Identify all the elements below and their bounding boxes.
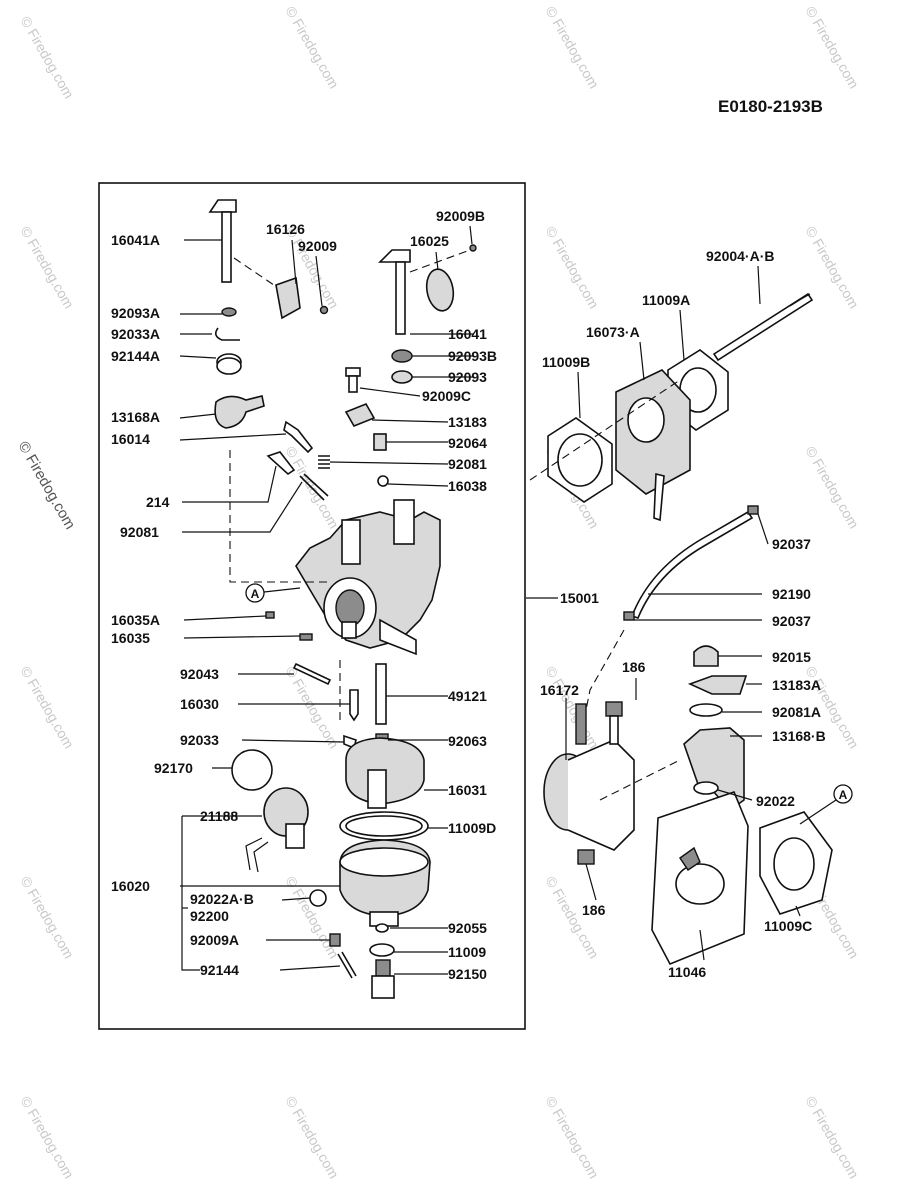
callout-label: 92093A [111, 305, 160, 321]
callout-label: 92093B [448, 348, 497, 364]
callout-label: 16038 [448, 478, 487, 494]
callout-label: 92037 [772, 536, 811, 552]
watermark: © Firedog.com [17, 874, 77, 962]
watermark: © Firedog.com [282, 1094, 342, 1182]
callout-label: 16073·A [586, 324, 640, 340]
callout-label: 92037 [772, 613, 811, 629]
watermark: © Firedog.com [542, 1094, 602, 1182]
callout-label: 92190 [772, 586, 811, 602]
callout-label: 16025 [410, 233, 449, 249]
leader-lines [179, 225, 837, 975]
callout-label: 92009 [298, 238, 337, 254]
callout-label: 13168A [111, 409, 160, 425]
callout-label: 92200 [190, 908, 229, 924]
callout-label: 92144A [111, 348, 160, 364]
callout-label: 15001 [560, 590, 599, 606]
ref-marker-a-right [833, 784, 853, 804]
callout-label: 92081 [448, 456, 487, 472]
callout-label: 92009A [190, 932, 239, 948]
part-drawings [208, 199, 833, 999]
callout-label: 13168·B [772, 728, 826, 744]
callout-label: 49121 [448, 688, 487, 704]
watermarks: © Firedog.com © Firedog.com © Firedog.co… [15, 4, 863, 1182]
callout-label: 92022 [756, 793, 795, 809]
callout-label: 11009A [642, 292, 690, 308]
callout-labels: 16041A 16126 92009 92009B 16025 92093A 9… [111, 208, 826, 982]
callout-label: 16041 [448, 326, 487, 342]
callout-label: 92081A [772, 704, 821, 720]
callout-label: 186 [622, 659, 646, 675]
callout-label: 16035 [111, 630, 150, 646]
callout-label: 13183 [448, 414, 487, 430]
watermark: © Firedog.com [802, 444, 862, 532]
callout-label: 16031 [448, 782, 487, 798]
callout-label: 16020 [111, 878, 150, 894]
watermark: © Firedog.com [17, 14, 77, 102]
callout-label: 92081 [120, 524, 159, 540]
watermark: © Firedog.com [542, 664, 602, 752]
watermark: © Firedog.com [17, 224, 77, 312]
callout-label: 92033A [111, 326, 160, 342]
diagram-code: E0180-2193B [718, 97, 823, 116]
callout-label: 92009B [436, 208, 485, 224]
callout-label: 16014 [111, 431, 150, 447]
callout-label: 92063 [448, 733, 487, 749]
watermark: © Firedog.com [542, 224, 602, 312]
callout-label: 92093 [448, 369, 487, 385]
watermark: © Firedog.com [17, 664, 77, 752]
callout-label: 214 [146, 494, 170, 510]
callout-label: 186 [582, 902, 606, 918]
ref-marker-a-right-label: A [839, 788, 848, 802]
callout-label: 11009C [764, 918, 812, 934]
carburetor-frame [98, 182, 526, 1030]
callout-label: 13183A [772, 677, 821, 693]
callout-label: 92055 [448, 920, 487, 936]
callout-label: 11009D [448, 820, 496, 836]
callout-label: 16041A [111, 232, 160, 248]
watermark: © Firedog.com [17, 1094, 77, 1182]
callout-label: 92015 [772, 649, 811, 665]
watermark: © Firedog.com [802, 1094, 862, 1182]
callout-label: 21188 [200, 808, 238, 824]
callout-label: 92170 [154, 760, 193, 776]
watermark-side: © Firedog.com [15, 439, 79, 533]
callout-label: 92033 [180, 732, 219, 748]
callout-label: 11009B [542, 354, 590, 370]
ref-marker-a-left-label: A [251, 587, 260, 601]
watermark: © Firedog.com [802, 4, 862, 92]
watermark: © Firedog.com [282, 874, 342, 962]
callout-label: 92064 [448, 435, 487, 451]
ref-marker-a-left [245, 583, 265, 603]
callout-label: 92144 [200, 962, 239, 978]
callout-label: 92022A·B [190, 891, 254, 907]
callout-label: 16172 [540, 682, 579, 698]
callout-label: 16126 [266, 221, 305, 237]
callout-label: 92004·A·B [706, 248, 774, 264]
watermark: © Firedog.com [542, 4, 602, 92]
watermark: © Firedog.com [282, 4, 342, 92]
callout-label: 16035A [111, 612, 160, 628]
callout-label: 11046 [668, 964, 706, 980]
callout-label: 11009 [448, 944, 486, 960]
callout-label: 16030 [180, 696, 219, 712]
callout-label: 92150 [448, 966, 487, 982]
callout-label: 92009C [422, 388, 471, 404]
callout-label: 92043 [180, 666, 219, 682]
